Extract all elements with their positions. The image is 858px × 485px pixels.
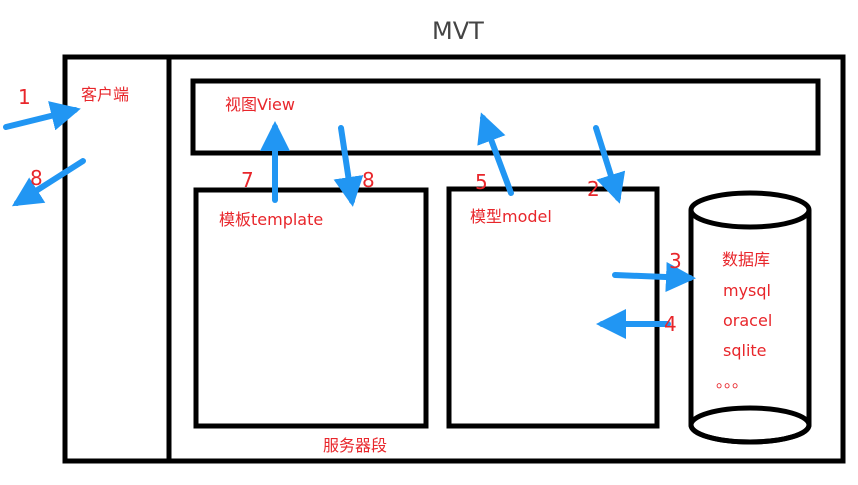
model-box (446, 186, 660, 429)
diagram-title: MVT (432, 17, 484, 45)
step-8-template: 8 (362, 168, 375, 192)
arrow-step-5 (477, 112, 514, 196)
client-label: 客户端 (81, 85, 130, 104)
step-3: 3 (669, 249, 682, 273)
step-4: 4 (664, 312, 677, 336)
database-cylinder (688, 190, 812, 445)
arrow-step-2 (593, 125, 626, 204)
database-label: 数据库 (722, 250, 771, 269)
server-label: 服务器段 (323, 436, 388, 455)
step-5: 5 (475, 170, 488, 194)
template-box (193, 187, 429, 429)
database-item-mysql: mysql (723, 281, 771, 300)
outer-frame (62, 54, 846, 464)
database-item-oracel: oracel (723, 311, 773, 330)
step-1: 1 (18, 85, 31, 109)
arrow-step-8-template (333, 125, 364, 207)
arrow-step-1 (3, 101, 81, 131)
view-box (190, 78, 821, 156)
model-label: 模型model (470, 207, 552, 226)
database-item-more: 。。。 (716, 372, 749, 391)
template-label: 模板template (219, 210, 324, 229)
view-label: 视图View (225, 95, 295, 114)
step-8-client: 8 (30, 166, 43, 190)
arrow-step-8-client (11, 158, 86, 207)
step-7: 7 (241, 168, 254, 192)
arrow-step-3 (612, 262, 696, 293)
database-item-sqlite: sqlite (723, 341, 767, 360)
step-2: 2 (587, 177, 600, 201)
